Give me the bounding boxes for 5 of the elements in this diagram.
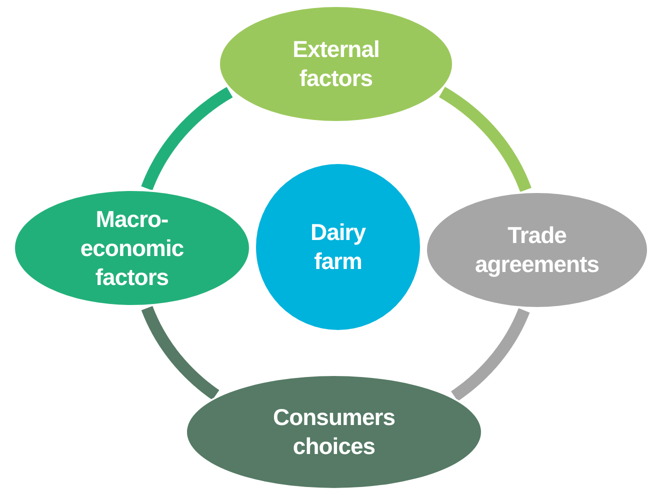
node-label: Consumers choices bbox=[272, 403, 396, 461]
node-label: Trade agreements bbox=[474, 221, 600, 279]
node-label: External factors bbox=[292, 35, 380, 93]
node-label: Macro-economic factors bbox=[79, 204, 185, 292]
node-label: Dairy farm bbox=[309, 218, 367, 276]
